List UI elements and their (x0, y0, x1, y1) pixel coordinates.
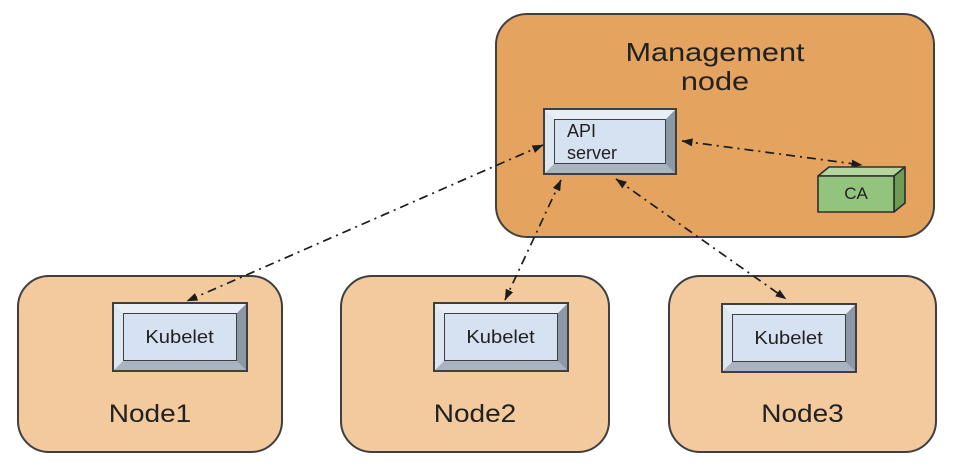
api-server-box: API server (543, 108, 677, 175)
api-server-bevel: API server (545, 110, 675, 173)
kubelet-box-node2: Kubelet (433, 302, 569, 372)
kubelet-bevel: Kubelet (114, 304, 246, 370)
kubelet-box-node1: Kubelet (112, 302, 248, 372)
kubelet-box-node3: Kubelet (721, 303, 857, 373)
kubelet-face: Kubelet (444, 313, 558, 361)
kubelet-label-node1: Kubelet (145, 327, 215, 347)
node1-label: Node1 (108, 400, 192, 428)
ca-label: CA (844, 184, 868, 203)
kubelet-bevel: Kubelet (723, 305, 855, 371)
kubelet-face: Kubelet (123, 313, 237, 361)
kubelet-bevel: Kubelet (435, 304, 567, 370)
node2-label: Node2 (433, 400, 517, 428)
kubelet-label-node2: Kubelet (466, 327, 536, 347)
kubelet-face: Kubelet (732, 314, 846, 362)
node3-label: Node3 (761, 400, 844, 428)
management-node-label: Management node (625, 37, 805, 96)
api-server-label: API server (554, 119, 666, 164)
kubelet-label-node3: Kubelet (754, 328, 824, 348)
